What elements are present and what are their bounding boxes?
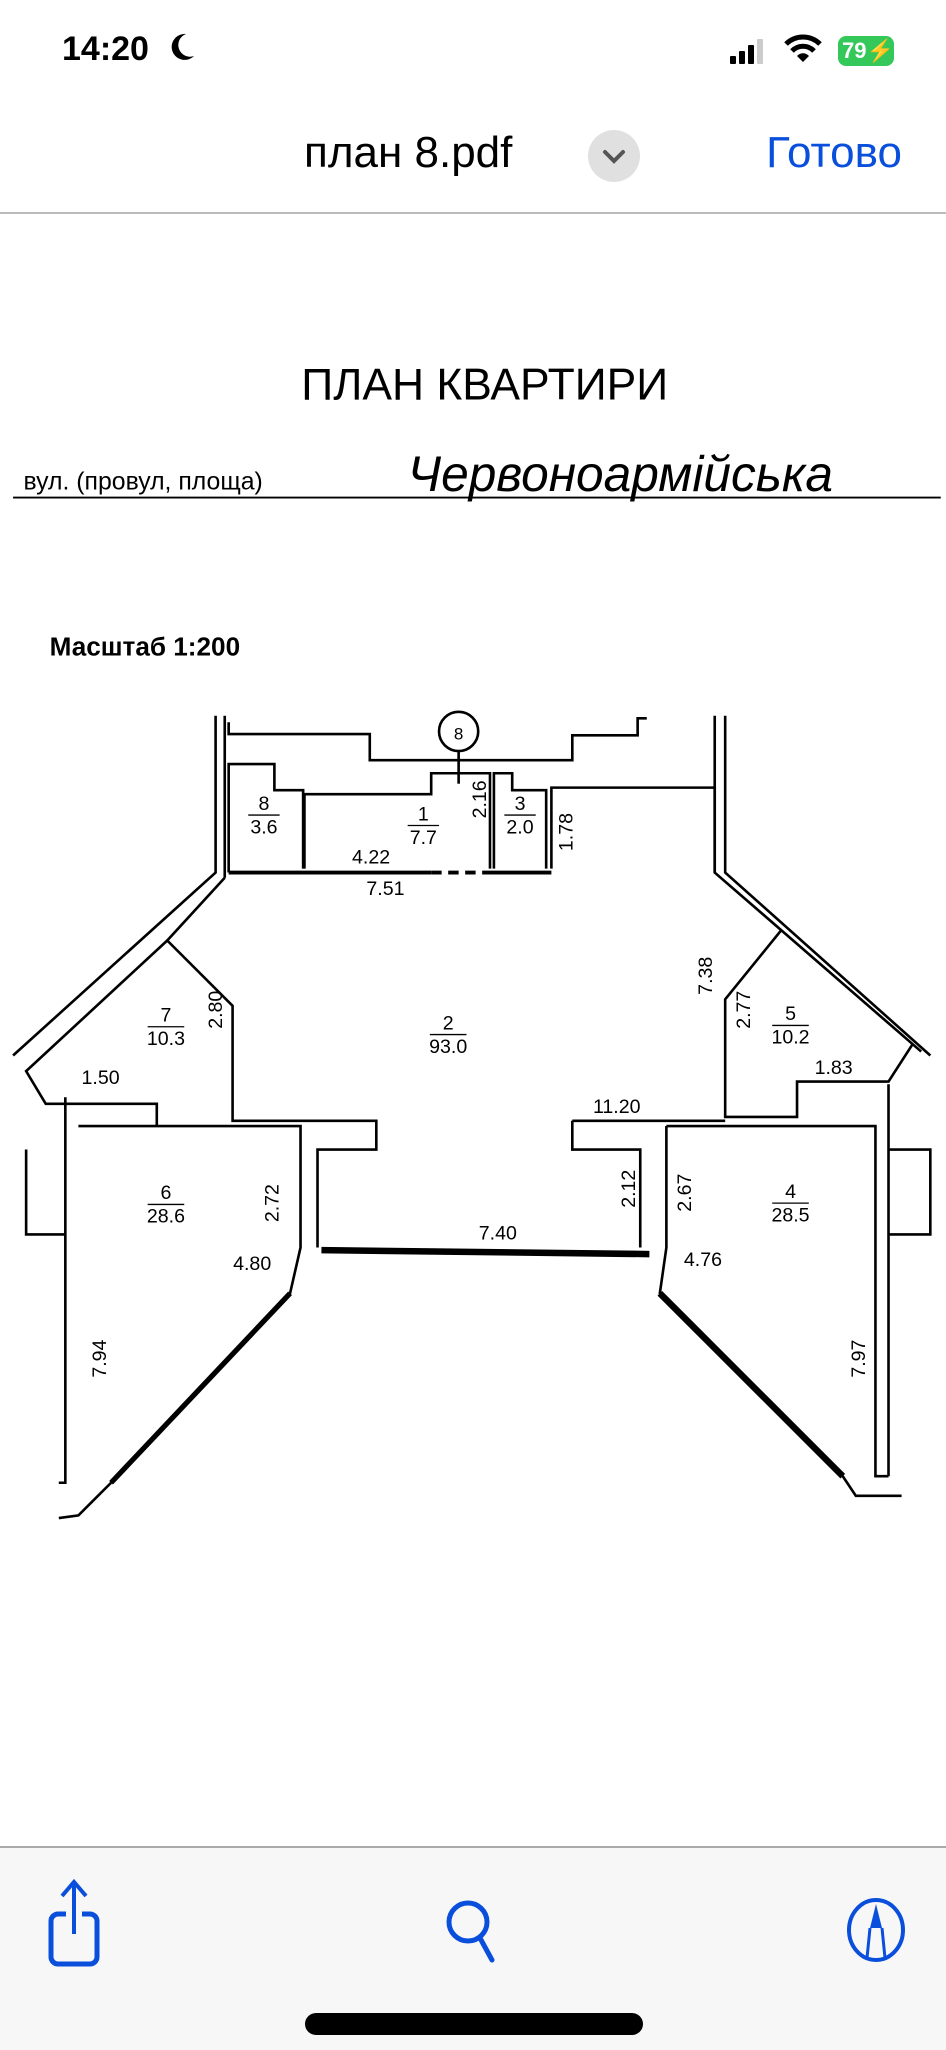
- status-bar: 14:20 79⚡: [0, 0, 946, 110]
- dimension-labels: 2.16 1.78 4.22 7.51 2.80 1.50 7.38 2.77 …: [82, 780, 870, 1377]
- dimension: 7.40: [479, 1223, 517, 1245]
- battery-level: 79: [842, 38, 867, 63]
- room-area: 2.0: [506, 816, 533, 838]
- dimension: 7.38: [695, 957, 717, 995]
- room-area: 28.6: [147, 1206, 185, 1228]
- title-menu-button[interactable]: [588, 130, 640, 182]
- room-number: 3: [515, 793, 526, 815]
- room-number: 8: [258, 793, 269, 815]
- marker-label: 8: [454, 724, 463, 743]
- room-area: 28.5: [771, 1204, 809, 1226]
- search-icon: [446, 1900, 495, 1963]
- dimension: 4.76: [684, 1249, 722, 1271]
- pdf-page[interactable]: ПЛАН КВАРТИРИ вул. (провул, площа) Черво…: [0, 214, 946, 1846]
- markup-button[interactable]: [836, 1878, 916, 1968]
- dimension: 1.50: [82, 1067, 120, 1089]
- dimension: 11.20: [593, 1096, 641, 1118]
- plan-heading: ПЛАН КВАРТИРИ: [301, 361, 668, 410]
- dimension: 2.72: [261, 1184, 283, 1222]
- share-icon: [48, 1878, 100, 1967]
- markup-icon: [847, 1898, 905, 1962]
- room-area: 10.3: [147, 1028, 185, 1050]
- dimension: 4.80: [233, 1253, 271, 1275]
- dimension: 2.77: [733, 991, 755, 1029]
- scale-label: Масштаб 1:200: [50, 632, 240, 662]
- dimension: 7.97: [848, 1340, 870, 1378]
- signal-icon: [730, 39, 763, 64]
- dimension: 2.80: [205, 991, 227, 1029]
- home-indicator: [305, 2013, 643, 2035]
- street-value: Червоноармійська: [408, 446, 833, 502]
- dimension: 7.94: [89, 1339, 111, 1377]
- floor-plan: ПЛАН КВАРТИРИ вул. (провул, площа) Черво…: [12, 361, 941, 1520]
- room-number: 1: [418, 803, 429, 825]
- dimension: 2.67: [674, 1174, 696, 1212]
- status-time: 14:20: [62, 30, 149, 68]
- room-area: 3.6: [250, 816, 277, 838]
- room-number: 6: [160, 1182, 171, 1204]
- search-button[interactable]: [432, 1878, 512, 1968]
- nav-bar: план 8.pdf Готово: [0, 110, 946, 214]
- room-labels: 83.6 17.7 32.0 710.3 293.0 510.2 628.6 4…: [147, 724, 810, 1227]
- room-number: 7: [160, 1005, 171, 1027]
- dimension: 2.12: [618, 1170, 640, 1208]
- room-number: 5: [785, 1003, 796, 1025]
- walls: [12, 710, 932, 1520]
- room-area: 93.0: [429, 1036, 467, 1058]
- dimension: 7.51: [366, 878, 404, 900]
- room-number: 4: [785, 1181, 796, 1203]
- dimension: 1.78: [555, 813, 577, 851]
- share-button[interactable]: [38, 1878, 118, 1968]
- document-title[interactable]: план 8.pdf: [304, 128, 513, 177]
- street-label: вул. (провул, площа): [24, 469, 263, 496]
- dimension: 1.83: [815, 1057, 853, 1079]
- room-area: 10.2: [771, 1027, 809, 1049]
- room-number: 2: [443, 1012, 454, 1034]
- room-area: 7.7: [410, 827, 437, 849]
- wifi-icon: [784, 34, 822, 62]
- bottom-toolbar: [0, 1846, 946, 2050]
- dimension: 4.22: [352, 846, 390, 868]
- chevron-down-icon: [603, 150, 625, 164]
- battery-charging-icon: 79⚡: [838, 36, 894, 66]
- dimension: 2.16: [469, 780, 491, 818]
- moon-icon: [171, 33, 194, 60]
- done-button[interactable]: Готово: [766, 128, 902, 177]
